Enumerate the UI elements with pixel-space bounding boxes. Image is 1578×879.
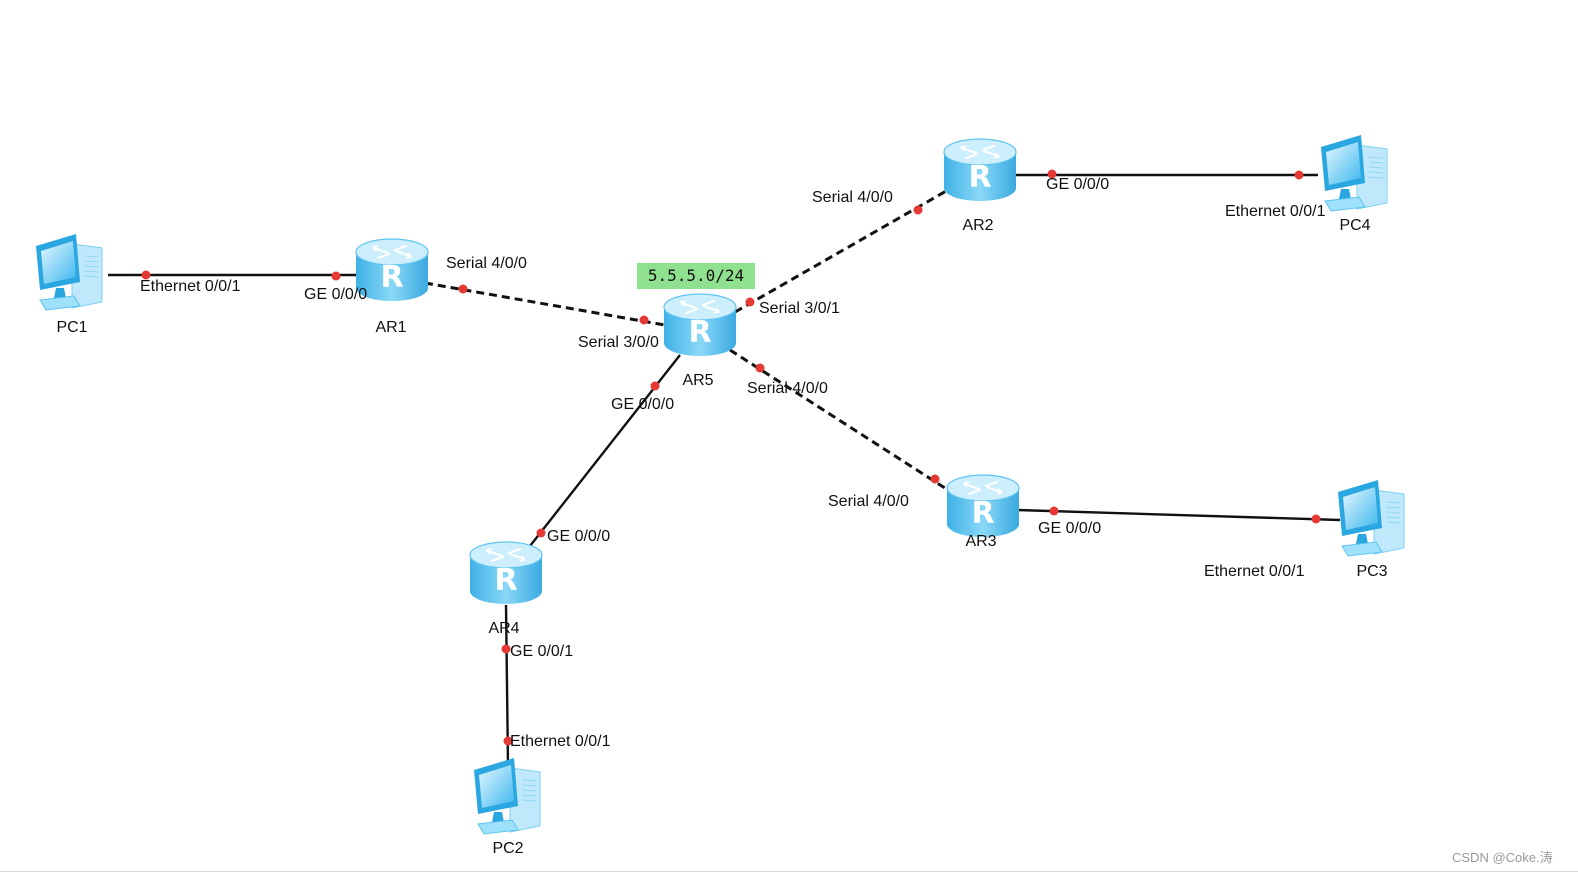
port-label-pc4-ethernet-0-0-1: Ethernet 0/0/1 bbox=[1225, 203, 1326, 220]
port-dot bbox=[331, 271, 341, 281]
port-label-ar4-ge-0-0-1: GE 0/0/1 bbox=[510, 643, 573, 660]
port-dot bbox=[536, 528, 546, 538]
link-ar2-pc4[interactable] bbox=[1013, 169, 1318, 180]
pc-pc3[interactable] bbox=[1338, 480, 1405, 557]
device-label-pc1: PC1 bbox=[56, 319, 87, 336]
serial-link-ar5-ar2[interactable] bbox=[734, 188, 949, 314]
port-label-ar2-serial-4-0-0: Serial 4/0/0 bbox=[812, 189, 893, 206]
serial-link-ar5-ar3[interactable] bbox=[729, 348, 949, 492]
ethernet-link-ar3-pc3[interactable] bbox=[1016, 508, 1341, 522]
port-dot bbox=[501, 644, 511, 654]
device-label-ar2: AR2 bbox=[962, 217, 993, 234]
port-label-pc2-ethernet-0-0-1: Ethernet 0/0/1 bbox=[510, 733, 611, 750]
port-dot bbox=[1049, 506, 1059, 516]
router-icon: R bbox=[355, 238, 429, 301]
device-label-ar5: AR5 bbox=[682, 372, 713, 389]
pc-pc4[interactable] bbox=[1321, 135, 1388, 212]
pc-icon bbox=[1321, 135, 1388, 212]
port-dot bbox=[503, 736, 513, 746]
port-label-pc1-ethernet-0-0-1: Ethernet 0/0/1 bbox=[140, 278, 241, 295]
router-glyph: R bbox=[688, 315, 711, 350]
port-dot bbox=[1311, 514, 1321, 524]
link-ar5-ar4[interactable] bbox=[529, 354, 681, 547]
link-ar5-ar2[interactable] bbox=[734, 188, 949, 314]
pc-pc1[interactable] bbox=[36, 234, 103, 311]
router-icon: R bbox=[943, 138, 1017, 201]
port-dot bbox=[930, 474, 940, 484]
port-label-ar1-serial-4-0-0: Serial 4/0/0 bbox=[446, 255, 527, 272]
device-label-ar3: AR3 bbox=[965, 533, 996, 550]
port-label-ar5-serial-4-0-0: Serial 4/0/0 bbox=[747, 380, 828, 397]
link-pc1-ar1[interactable] bbox=[108, 270, 360, 281]
port-dot bbox=[639, 315, 649, 325]
port-label-ar5-ge-0-0-0: GE 0/0/0 bbox=[611, 396, 674, 413]
port-label-pc3-ethernet-0-0-1: Ethernet 0/0/1 bbox=[1204, 563, 1305, 580]
port-dot bbox=[1047, 169, 1057, 179]
link-ar3-pc3[interactable] bbox=[1016, 506, 1341, 524]
port-label-ar5-serial-3-0-0: Serial 3/0/0 bbox=[578, 334, 659, 351]
port-dot bbox=[458, 284, 468, 294]
port-label-ar5-serial-3-0-1: Serial 3/0/1 bbox=[759, 300, 840, 317]
port-label-ar1-ge-0-0-0: GE 0/0/0 bbox=[304, 286, 367, 303]
network-note-box bbox=[637, 263, 755, 289]
pc-icon bbox=[474, 758, 541, 835]
pc-pc2[interactable] bbox=[474, 758, 541, 835]
port-dot bbox=[755, 363, 765, 373]
port-dot bbox=[650, 381, 660, 391]
router-glyph: R bbox=[494, 563, 517, 598]
port-label-ar3-ge-0-0-0: GE 0/0/0 bbox=[1038, 520, 1101, 537]
port-label-ar2-ge-0-0-0: GE 0/0/0 bbox=[1046, 176, 1109, 193]
router-ar4[interactable]: R bbox=[469, 541, 543, 604]
router-glyph: R bbox=[971, 496, 994, 531]
port-label-ar3-serial-4-0-0: Serial 4/0/0 bbox=[828, 493, 909, 510]
network-note-text: 5.5.5.0/24 bbox=[648, 266, 744, 285]
pc-icon bbox=[36, 234, 103, 311]
port-label-ar4-ge-0-0-0: GE 0/0/0 bbox=[547, 528, 610, 545]
watermark: CSDN @Coke.涛 bbox=[1452, 850, 1553, 865]
router-ar5[interactable]: R bbox=[663, 293, 737, 356]
port-dot bbox=[745, 297, 755, 307]
device-label-pc4: PC4 bbox=[1339, 217, 1370, 234]
router-ar1[interactable]: R bbox=[355, 238, 429, 301]
device-label-ar4: AR4 bbox=[488, 620, 519, 637]
link-ar1-ar5[interactable] bbox=[424, 281, 666, 327]
router-icon: R bbox=[946, 474, 1020, 537]
network-note: 5.5.5.0/24 bbox=[637, 263, 755, 289]
router-ar3[interactable]: R bbox=[946, 474, 1020, 537]
bottom-divider bbox=[0, 871, 1578, 872]
device-label-pc2: PC2 bbox=[492, 840, 523, 857]
router-icon: R bbox=[663, 293, 737, 356]
port-dot bbox=[913, 205, 923, 215]
router-icon: R bbox=[469, 541, 543, 604]
port-dot bbox=[141, 270, 151, 280]
router-ar2[interactable]: R bbox=[943, 138, 1017, 201]
device-label-ar1: AR1 bbox=[375, 319, 406, 336]
router-glyph: R bbox=[380, 260, 403, 295]
device-label-pc3: PC3 bbox=[1356, 563, 1387, 580]
link-ar5-ar3[interactable] bbox=[729, 348, 949, 492]
links-layer bbox=[108, 169, 1341, 766]
devices-layer: R R R R R bbox=[36, 135, 1405, 835]
port-dot bbox=[1294, 170, 1304, 180]
pc-icon bbox=[1338, 480, 1405, 557]
router-glyph: R bbox=[968, 160, 991, 195]
link-ar4-pc2[interactable] bbox=[501, 604, 513, 766]
